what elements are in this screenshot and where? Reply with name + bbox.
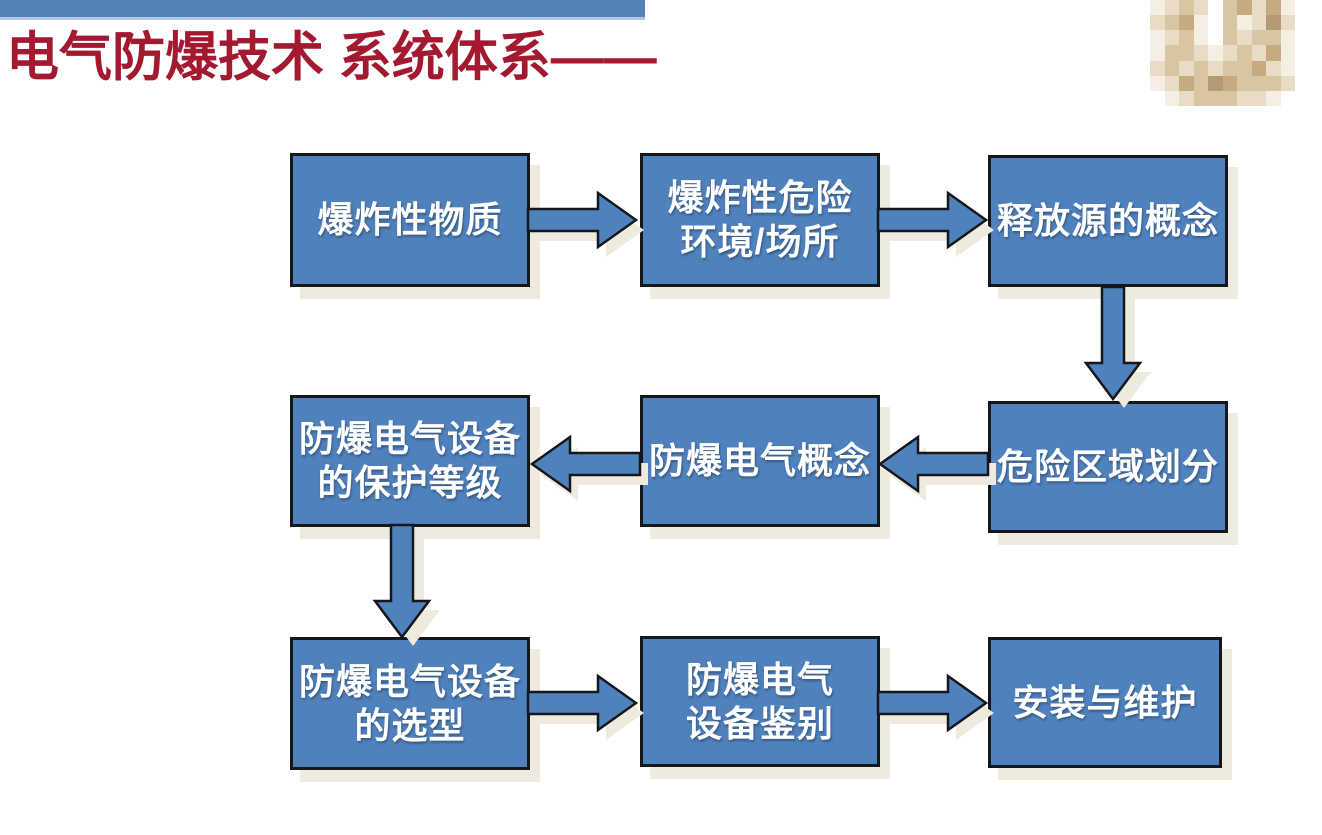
arrow-right-icon [876,190,994,257]
flow-node-equipment-selection: 防爆电气设备的选型 [290,637,530,770]
arrow-right-icon [526,190,644,257]
arrow-left-icon [529,434,648,501]
flow-node-label: 爆炸性危险环境/场所 [667,177,853,262]
flow-node-label: 爆炸性物质 [317,199,503,241]
header-accent-bar [0,0,645,20]
flow-node-label: 防爆电气设备的保护等级 [298,418,521,503]
arrow-down-icon [372,523,440,646]
arrow-left-icon [877,434,996,501]
flow-node-equipment-identification: 防爆电气设备鉴别 [640,636,880,767]
flow-node-label: 防爆电气设备的选型 [298,660,521,746]
flow-node-label: 释放源的概念 [996,200,1219,242]
flow-node-installation-maintenance: 安装与维护 [988,637,1222,768]
flow-node-hazard-zone-classification: 危险区域划分 [988,401,1228,533]
flow-node-explosive-substances: 爆炸性物质 [290,153,530,287]
arrow-right-icon [876,673,994,740]
flow-node-exproof-electrical-concept: 防爆电气概念 [640,395,880,527]
flow-node-label: 防爆电气设备鉴别 [685,658,834,744]
flow-node-equipment-protection-level: 防爆电气设备的保护等级 [290,395,530,527]
flow-node-label: 安装与维护 [1012,681,1198,723]
flow-node-label: 危险区域划分 [996,446,1219,488]
logo-image [1150,0,1295,106]
flow-node-release-source-concept: 释放源的概念 [988,155,1228,287]
arrow-down-icon [1083,285,1151,408]
flow-node-label: 防爆电气概念 [648,440,871,482]
flow-node-hazardous-environment: 爆炸性危险环境/场所 [640,153,880,287]
slide-title: 电气防爆技术 系统体系—— [6,28,657,87]
arrow-right-icon [526,673,644,740]
